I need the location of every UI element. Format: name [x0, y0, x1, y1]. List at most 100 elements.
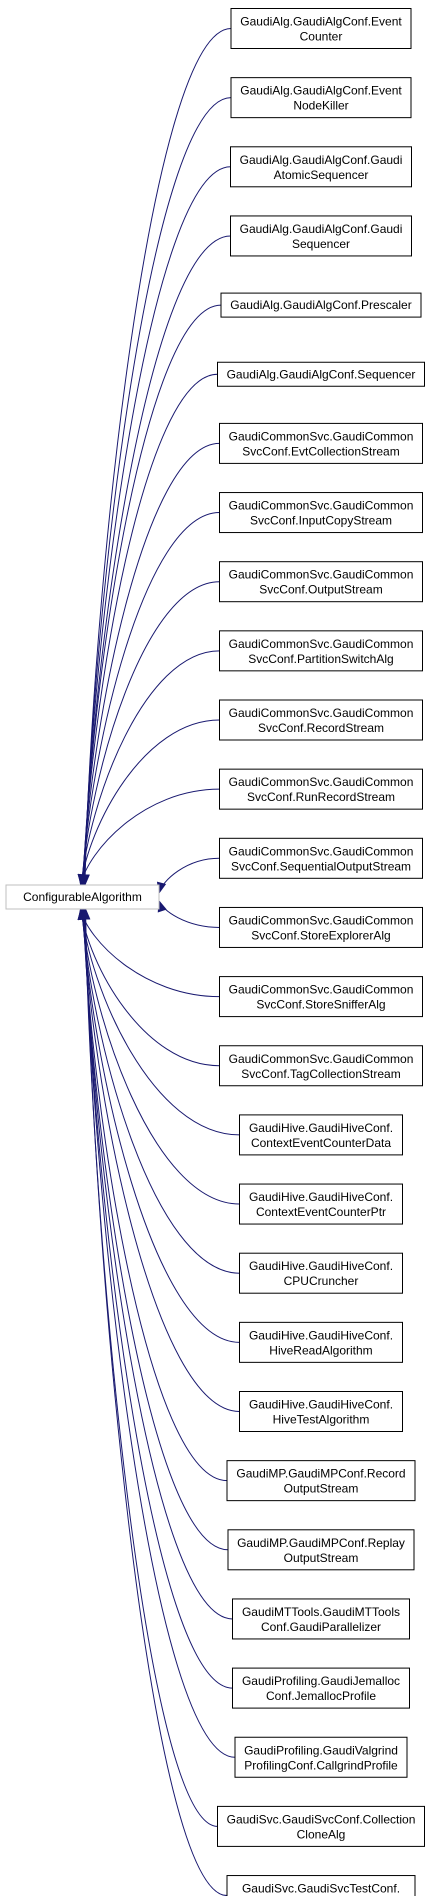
inheritance-edge — [81, 908, 240, 1205]
derived-class-box — [227, 1529, 415, 1571]
inheritance-arrowhead — [78, 873, 88, 887]
derived-class-label: GaudiAlg.GaudiAlgConf.Sequencer — [227, 367, 416, 381]
derived-class-label: CPUCruncher — [284, 1274, 359, 1288]
inheritance-edge — [81, 908, 240, 1274]
derived-class-label: Counter — [300, 30, 343, 44]
derived-class-node[interactable]: GaudiAlg.GaudiAlgConf.GaudiAtomicSequenc… — [230, 146, 412, 188]
inheritance-edge — [84, 908, 228, 1896]
derived-class-box — [239, 1252, 403, 1294]
derived-class-label: Conf.GaudiParallelizer — [261, 1620, 381, 1634]
derived-class-label: Conf.JemallocProfile — [266, 1689, 376, 1703]
derived-class-label: OutputStream — [284, 1482, 359, 1496]
derived-class-label: GaudiProfiling.GaudiJemalloc — [242, 1674, 400, 1688]
derived-class-label: OutputStream — [284, 1551, 359, 1565]
derived-class-node[interactable]: GaudiCommonSvc.GaudiCommonSvcConf.InputC… — [219, 492, 423, 534]
inheritance-edge — [84, 97, 232, 886]
derived-class-node[interactable]: GaudiHive.GaudiHiveConf.HiveTestAlgorith… — [239, 1391, 403, 1432]
base-class-node[interactable]: ConfigurableAlgorithm — [5, 884, 160, 910]
derived-class-label: GaudiHive.GaudiHiveConf. — [249, 1190, 393, 1204]
derived-class-node[interactable]: GaudiAlg.GaudiAlgConf.EventCounter — [230, 8, 412, 49]
derived-class-label: GaudiSvc.GaudiSvcConf.Collection — [227, 1812, 416, 1826]
derived-class-label: ContextEventCounterPtr — [256, 1205, 386, 1219]
derived-class-node[interactable]: GaudiCommonSvc.GaudiCommonSvcConf.Output… — [219, 561, 423, 603]
inheritance-edge — [82, 908, 228, 1482]
derived-class-box — [217, 361, 425, 387]
derived-class-box — [239, 1321, 403, 1363]
derived-class-label: GaudiHive.GaudiHiveConf. — [249, 1328, 393, 1342]
inheritance-edge — [80, 788, 220, 886]
inheritance-edge — [84, 908, 218, 1827]
derived-class-label: SvcConf.EvtCollectionStream — [242, 444, 399, 458]
derived-class-box — [234, 1736, 408, 1778]
derived-class-box — [219, 630, 423, 672]
derived-class-node[interactable]: GaudiAlg.GaudiAlgConf.Sequencer — [217, 361, 425, 387]
derived-class-box — [239, 1391, 403, 1432]
derived-class-node[interactable]: GaudiHive.GaudiHiveConf.HiveReadAlgorith… — [239, 1321, 403, 1363]
derived-class-label: GaudiCommonSvc.GaudiCommon — [229, 568, 414, 582]
derived-class-node[interactable]: GaudiCommonSvc.GaudiCommonSvcConf.Partit… — [219, 630, 423, 672]
derived-class-label: SvcConf.TagCollectionStream — [241, 1067, 400, 1081]
derived-class-label: GaudiCommonSvc.GaudiCommon — [229, 1052, 414, 1066]
derived-class-node[interactable]: GaudiCommonSvc.GaudiCommonSvcConf.StoreS… — [219, 976, 423, 1018]
derived-class-label: SvcConf.SequentialOutputStream — [231, 859, 411, 873]
inheritance-edge — [84, 28, 232, 886]
derived-class-box — [226, 1460, 416, 1502]
derived-class-label: HiveReadAlgorithm — [269, 1343, 372, 1357]
derived-class-box — [230, 77, 412, 119]
derived-class-node[interactable]: GaudiProfiling.GaudiValgrindProfilingCon… — [234, 1736, 408, 1778]
derived-class-node[interactable]: GaudiAlg.GaudiAlgConf.Prescaler — [220, 292, 422, 318]
derived-class-label: GaudiCommonSvc.GaudiCommon — [229, 844, 414, 858]
inheritance-edge — [82, 908, 240, 1412]
derived-class-label: GaudiMP.GaudiMPConf.Record — [236, 1467, 405, 1481]
derived-class-node[interactable]: GaudiCommonSvc.GaudiCommonSvcConf.StoreE… — [219, 906, 423, 948]
derived-class-label: GaudiCommonSvc.GaudiCommon — [229, 637, 414, 651]
derived-class-label: GaudiMTTools.GaudiMTTools — [242, 1605, 400, 1619]
inheritance-edge — [80, 908, 240, 1136]
derived-class-box — [219, 492, 423, 534]
derived-class-label: GaudiCommonSvc.GaudiCommon — [229, 913, 414, 927]
derived-class-node[interactable]: GaudiHive.GaudiHiveConf.ContextEventCoun… — [239, 1114, 403, 1156]
derived-class-label: GaudiHive.GaudiHiveConf. — [249, 1398, 393, 1412]
derived-class-label: GaudiMP.GaudiMPConf.Replay — [237, 1536, 405, 1550]
derived-class-box — [220, 292, 422, 318]
inheritance-edge — [81, 512, 220, 886]
derived-class-label: GaudiAlg.GaudiAlgConf.Gaudi — [240, 153, 403, 167]
derived-class-node[interactable]: GaudiCommonSvc.GaudiCommonSvcConf.TagCol… — [219, 1045, 423, 1087]
inheritance-edge — [158, 857, 220, 894]
derived-class-box — [239, 1183, 403, 1225]
derived-class-node[interactable]: GaudiHive.GaudiHiveConf.ContextEventCoun… — [239, 1183, 403, 1225]
derived-class-node[interactable]: GaudiCommonSvc.GaudiCommonSvcConf.EvtCol… — [219, 422, 423, 464]
derived-class-label: GaudiCommonSvc.GaudiCommon — [229, 429, 414, 443]
derived-class-box — [230, 215, 412, 257]
derived-class-node[interactable]: GaudiMTTools.GaudiMTToolsConf.GaudiParal… — [232, 1598, 410, 1640]
inheritance-edge — [158, 900, 220, 928]
derived-class-box — [230, 8, 412, 49]
base-class-label: ConfigurableAlgorithm — [23, 890, 142, 904]
derived-class-label: GaudiAlg.GaudiAlgConf.Event — [240, 15, 402, 29]
derived-class-node[interactable]: GaudiCommonSvc.GaudiCommonSvcConf.RunRec… — [219, 768, 423, 810]
derived-class-node[interactable]: GaudiHive.GaudiHiveConf.CPUCruncher — [239, 1252, 403, 1294]
inheritance-arrowhead — [80, 907, 91, 920]
derived-class-box — [219, 699, 423, 741]
derived-class-label: GaudiAlg.GaudiAlgConf.Event — [240, 84, 402, 98]
derived-class-node[interactable]: GaudiCommonSvc.GaudiCommonSvcConf.Record… — [219, 699, 423, 741]
derived-class-label: ProfilingConf.CallgrindProfile — [244, 1758, 398, 1772]
inheritance-edge — [81, 581, 220, 886]
derived-class-box — [219, 837, 423, 879]
derived-class-box — [239, 1114, 403, 1156]
derived-class-box — [219, 561, 423, 603]
derived-class-label: GaudiCommonSvc.GaudiCommon — [229, 499, 414, 513]
derived-class-node[interactable]: GaudiSvc.GaudiSvcTestConf.GaudiSvcTest__… — [226, 1875, 416, 1896]
derived-class-label: GaudiHive.GaudiHiveConf. — [249, 1121, 393, 1135]
derived-class-label: SvcConf.InputCopyStream — [250, 514, 392, 528]
derived-class-node[interactable]: GaudiProfiling.GaudiJemallocConf.Jemallo… — [232, 1667, 410, 1709]
derived-class-box — [217, 1805, 425, 1847]
derived-class-node[interactable]: GaudiCommonSvc.GaudiCommonSvcConf.Sequen… — [219, 837, 423, 879]
inheritance-edge — [79, 908, 220, 998]
derived-class-label: GaudiAlg.GaudiAlgConf.Prescaler — [230, 298, 411, 312]
